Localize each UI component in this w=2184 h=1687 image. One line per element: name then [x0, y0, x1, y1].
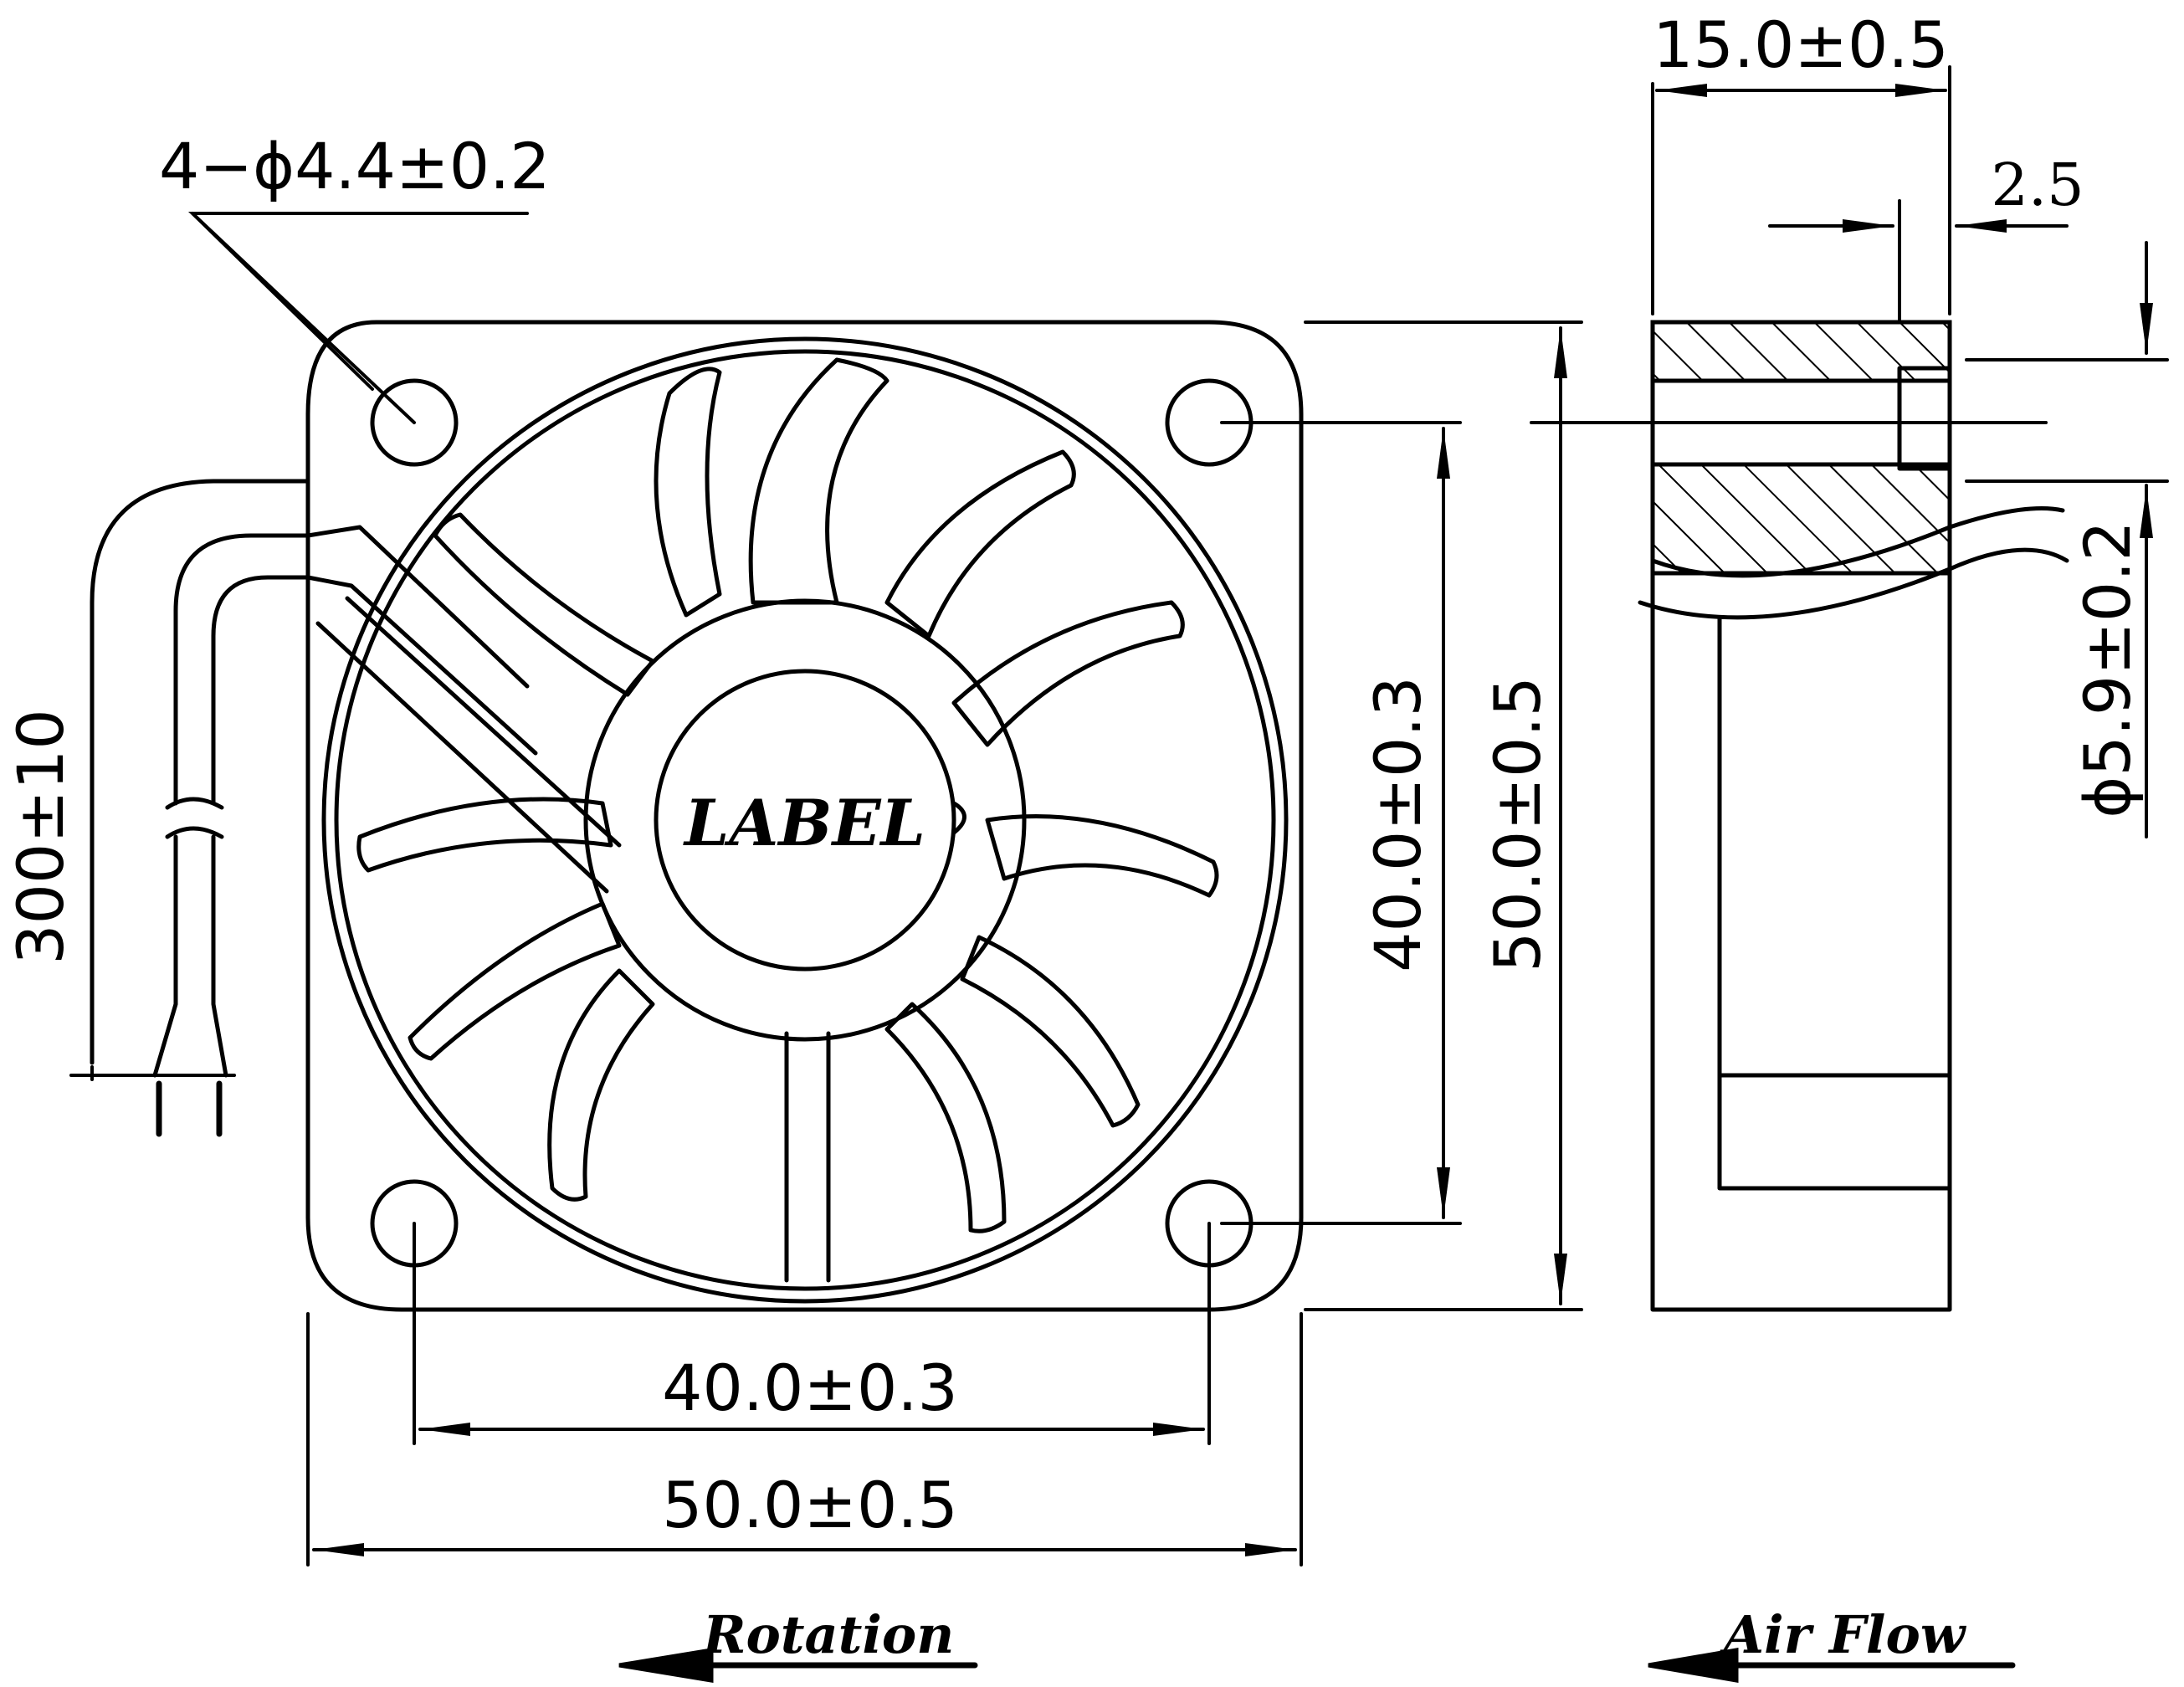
air-flow-caption-group: Air Flow — [1648, 1604, 2016, 1683]
cable-leads — [156, 1080, 223, 1137]
dim-frame-height: 50.0±0.5 — [1480, 676, 1555, 972]
venturi-ring-outer — [321, 336, 1289, 1304]
hub-label: LABEL — [683, 786, 925, 860]
rotation-caption-group: Rotation — [618, 1604, 978, 1683]
fan-blades — [356, 357, 1219, 1233]
cable-break — [165, 797, 224, 839]
rotation-caption: Rotation — [701, 1604, 954, 1665]
side-view — [1638, 320, 2069, 1312]
dim-hole-pitch-vertical: 40.0±0.3 — [1361, 676, 1435, 972]
cable-wire-1 — [90, 479, 310, 1065]
air-flow-caption: Air Flow — [1720, 1604, 1967, 1665]
dim-hole-pitch-horizontal: 40.0±0.3 — [662, 1351, 958, 1425]
cable-wire-3 — [211, 575, 310, 1078]
hub-inner — [654, 669, 956, 972]
side-hatch-top — [1650, 320, 1952, 383]
venturi-ring-inner — [334, 349, 1276, 1291]
front-view: LABEL — [90, 320, 1304, 1312]
dim-frame-width: 50.0±0.5 — [662, 1468, 958, 1542]
strut-cable — [315, 596, 622, 894]
strut-bottom — [784, 1031, 831, 1283]
side-inner-lines — [1717, 617, 1952, 1191]
mount-hole-top-left — [370, 378, 459, 467]
rotation-arrow — [618, 1648, 720, 1683]
cable-entry — [305, 525, 538, 756]
dimension-lines — [69, 65, 2169, 1566]
dim-cable-length: 300±10 — [3, 709, 78, 964]
hub-outer — [583, 598, 1027, 1042]
dim-hole-spec: 4−ϕ4.4±0.2 — [159, 129, 551, 203]
dim-thickness: 15.0±0.5 — [1653, 8, 1949, 82]
dim-inset: 2.5 — [1991, 151, 2084, 219]
air-flow-arrow — [1648, 1648, 1741, 1683]
side-hatch-bottom — [1650, 462, 1952, 576]
cable-wire-2 — [152, 533, 310, 1078]
hub-notch — [951, 801, 966, 835]
dim-cable-diameter: ϕ5.9±0.2 — [2070, 520, 2145, 818]
side-cable — [1638, 506, 2069, 620]
side-step — [1897, 366, 1952, 471]
